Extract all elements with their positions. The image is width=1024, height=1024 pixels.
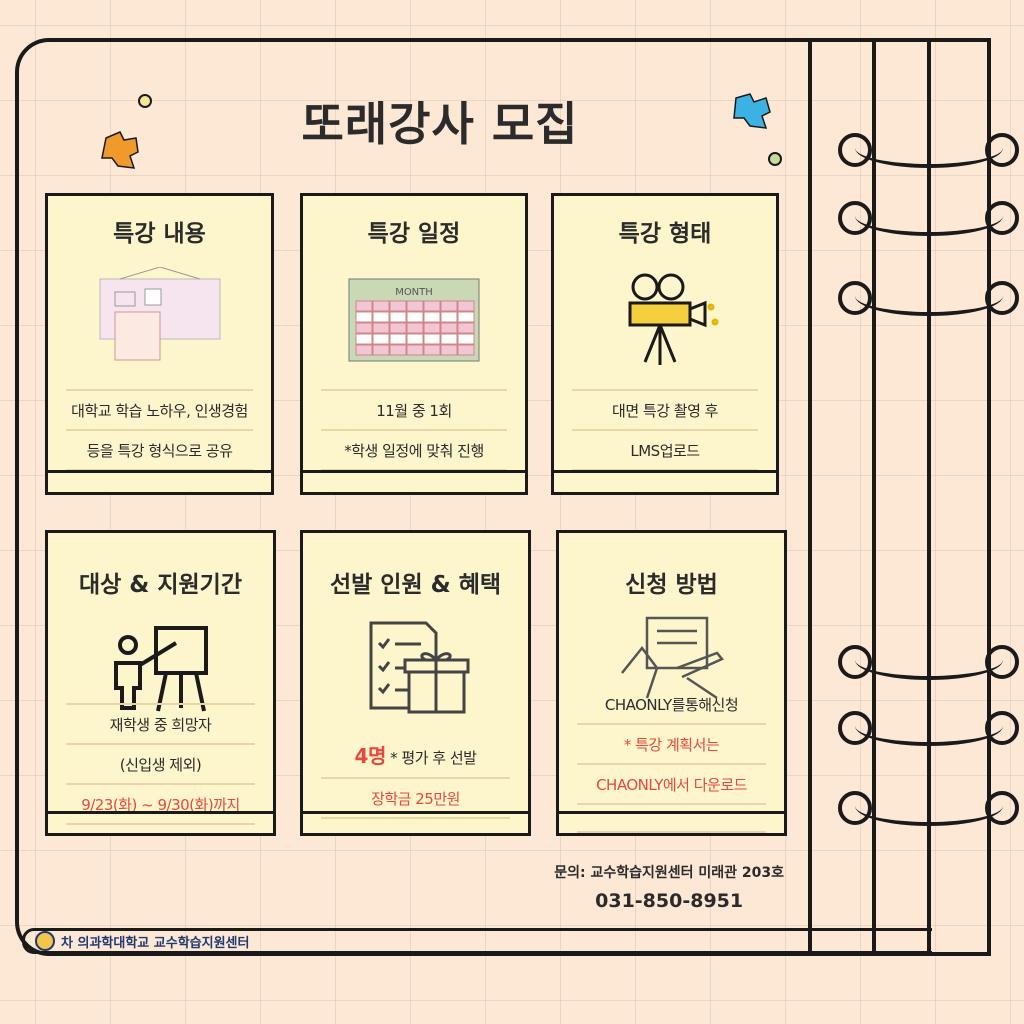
card-content: 특강 내용 대학교 학습 노하우, 인생경험 등을 특강 형식으로 공유 bbox=[45, 193, 274, 495]
card-line: 11월 중 1회 bbox=[321, 389, 507, 429]
selection-count: 4명 bbox=[354, 744, 387, 768]
card-format: 특강 형태 대면 특강 촬영 후 LMS업로드 bbox=[551, 193, 779, 495]
puzzle-blue-icon bbox=[733, 93, 771, 129]
card-schedule: 특강 일정 MONTH 11월 중 1회 *학생 일정에 맞춰 진행 bbox=[300, 193, 528, 495]
spine-line bbox=[927, 38, 931, 956]
calendar-icon: MONTH bbox=[303, 262, 525, 372]
card-line: (신입생 제외) bbox=[66, 743, 255, 783]
puzzle-orange-icon bbox=[101, 131, 139, 169]
checklist-gift-icon bbox=[303, 613, 528, 723]
spiral-wire bbox=[855, 786, 1003, 826]
card-line: 등을 특강 형식으로 공유 bbox=[66, 429, 253, 471]
card-title: 특강 일정 bbox=[367, 221, 461, 247]
card-title: 선발 인원 & 혜택 bbox=[329, 572, 502, 598]
university-logo-icon bbox=[35, 931, 55, 951]
signing-document-icon bbox=[559, 613, 784, 703]
selection-note: * 평가 후 선발 bbox=[390, 749, 477, 767]
card-line: 재학생 중 희망자 bbox=[66, 703, 255, 743]
spiral-wire bbox=[855, 128, 1003, 168]
footer-org: 차 의과학대학교 교수학습지원센터 bbox=[61, 935, 250, 951]
card-line: 대면 특강 촬영 후 bbox=[572, 389, 758, 429]
spine-line bbox=[872, 38, 876, 956]
card-line: CHAONLY를통해신청 bbox=[604, 696, 739, 714]
card-line: *학생 일정에 맞춰 진행 bbox=[321, 429, 507, 471]
notebook-frame bbox=[15, 38, 935, 956]
whiteboard-icon bbox=[48, 262, 271, 372]
card-title: 특강 형태 bbox=[618, 221, 712, 247]
contact-phone: 031-850-8951 bbox=[595, 890, 744, 912]
card-title: 특강 내용 bbox=[113, 221, 206, 247]
footer-bar: 차 의과학대학교 교수학습지원센터 bbox=[22, 928, 932, 954]
card-line: 대학교 학습 노하우, 인생경험 bbox=[66, 389, 253, 429]
card-selection-benefits: 선발 인원 & 혜택 4명 * 평가 후 선발 장학금 25만원 bbox=[300, 530, 531, 836]
svg-text:MONTH: MONTH bbox=[395, 287, 433, 298]
card-target-period: 대상 & 지원기간 재학생 중 희망자 (신입생 제외) 9/23(화) ~ 9… bbox=[45, 530, 276, 836]
card-line: LMS업로드 bbox=[572, 429, 758, 471]
spiral-wire bbox=[855, 276, 1003, 316]
dot-icon bbox=[138, 94, 152, 108]
presenter-icon bbox=[48, 613, 273, 723]
card-how-to-apply: 신청 방법 CHAONLY를통해신청 * 특강 계획서는 CHAONLY에서 다… bbox=[556, 530, 787, 836]
film-camera-icon bbox=[554, 262, 776, 372]
dot-icon bbox=[768, 152, 782, 166]
contact-label: 문의: 교수학습지원센터 미래관 203호 bbox=[554, 865, 784, 881]
card-line: CHAONLY에서 다운로드 bbox=[577, 763, 766, 803]
page-title: 또래강사 모집 bbox=[301, 97, 579, 151]
contact-info: 문의: 교수학습지원센터 미래관 203호 031-850-8951 bbox=[554, 862, 784, 912]
application-period: 9/23(화) ~ 9/30(화)까지 bbox=[66, 783, 255, 825]
spiral-wire bbox=[855, 640, 1003, 680]
spiral-wire bbox=[855, 196, 1003, 236]
card-title: 대상 & 지원기간 bbox=[78, 572, 243, 598]
spine-line bbox=[808, 38, 812, 956]
card-line: * 특강 계획서는 bbox=[577, 723, 766, 763]
card-title: 신청 방법 bbox=[625, 572, 718, 598]
spine-line bbox=[987, 38, 991, 956]
spiral-wire bbox=[855, 706, 1003, 746]
scholarship: 장학금 25만원 bbox=[321, 777, 510, 819]
selection-count-line: 4명 * 평가 후 선발 bbox=[321, 731, 510, 777]
